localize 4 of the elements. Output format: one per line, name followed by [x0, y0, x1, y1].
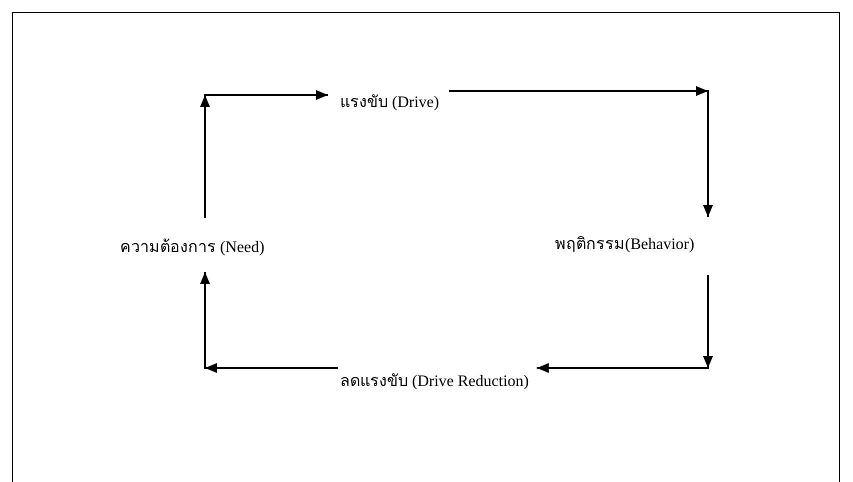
stage-label: ความต้องการ (Need)	[120, 238, 264, 258]
stage-label: ลดแรงขับ (Drive Reduction)	[340, 372, 529, 392]
stage-label: พฤติกรรม(Behavior)	[555, 235, 694, 255]
stage-label: แรงขับ (Drive)	[340, 93, 440, 113]
